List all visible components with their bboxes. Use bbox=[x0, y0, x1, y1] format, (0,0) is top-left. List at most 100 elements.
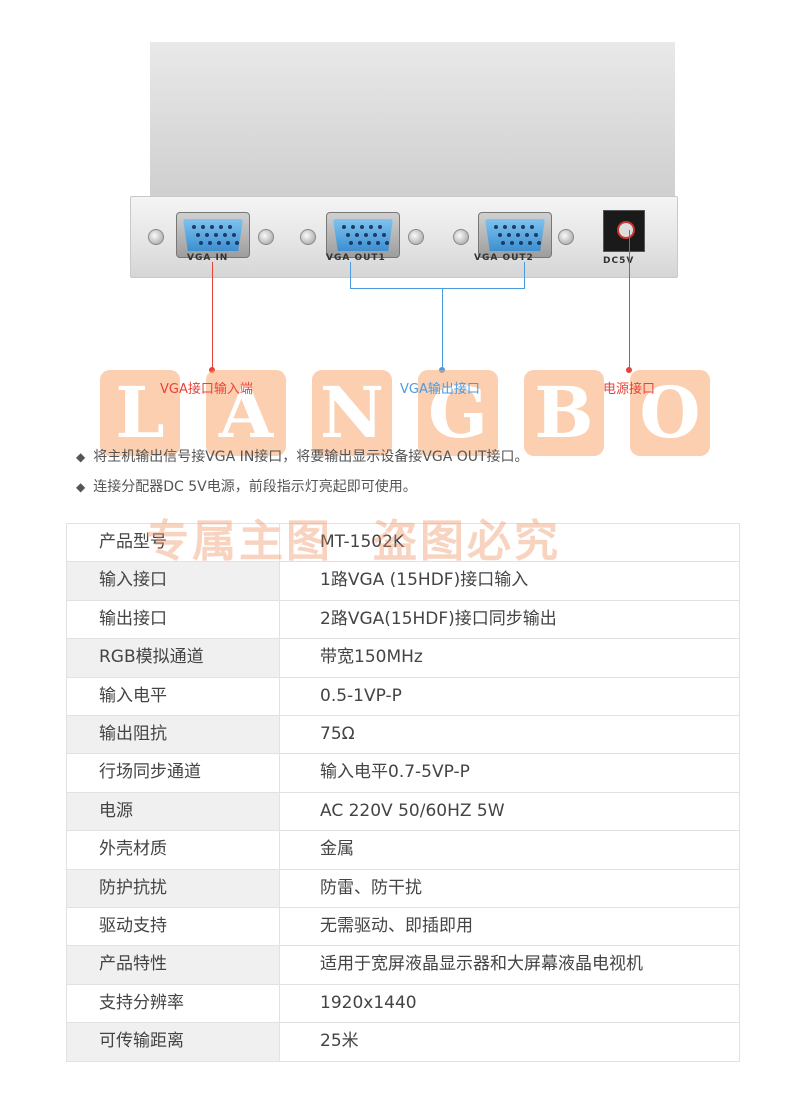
vga-pin bbox=[231, 233, 236, 237]
screw-icon bbox=[408, 229, 424, 245]
table-row: 行场同步通道输入电平0.7-5VP-P bbox=[67, 754, 739, 793]
vga-pin bbox=[515, 233, 520, 237]
vga-pin bbox=[363, 233, 368, 237]
note-text: 将主机输出信号接VGA IN接口，将要输出显示设备接VGA OUT接口。 bbox=[93, 449, 529, 465]
vga-pin bbox=[533, 233, 538, 237]
vga-pin bbox=[222, 233, 227, 237]
spec-value: 1920x1440 bbox=[320, 992, 417, 1013]
port-label-vga-out1: VGA OUT1 bbox=[326, 253, 386, 263]
watermark-letter: O bbox=[630, 370, 710, 456]
callout-line-output bbox=[442, 288, 443, 370]
vga-pin bbox=[521, 225, 525, 229]
screw-icon bbox=[558, 229, 574, 245]
vga-pin bbox=[351, 225, 355, 229]
spec-key: 可传输距离 bbox=[67, 1023, 280, 1062]
vga-pin bbox=[512, 225, 516, 229]
spec-value: 输入电平0.7-5VP-P bbox=[320, 762, 470, 783]
diamond-bullet-icon: ◆ bbox=[76, 480, 86, 494]
vga-pin bbox=[235, 241, 240, 245]
vga-pin bbox=[349, 241, 354, 245]
spec-value: 金属 bbox=[320, 839, 354, 860]
vga-pin bbox=[358, 241, 363, 245]
callout-label-power: 电源接口 bbox=[603, 382, 656, 397]
vga-pin bbox=[345, 233, 350, 237]
spec-key: 支持分辨率 bbox=[67, 984, 280, 1023]
vga-pins bbox=[183, 219, 243, 251]
callout-line-output bbox=[350, 288, 525, 289]
spec-key: 产品型号 bbox=[67, 524, 280, 562]
vga-pin bbox=[192, 225, 196, 229]
callout-label-output: VGA输出接口 bbox=[400, 382, 480, 397]
spec-key: 输出阻抗 bbox=[67, 715, 280, 754]
usage-notes: ◆ 将主机输出信号接VGA IN接口，将要输出显示设备接VGA OUT接口。 ◆连… bbox=[76, 446, 529, 506]
watermark-letter: L bbox=[100, 370, 180, 456]
vga-pin bbox=[372, 233, 377, 237]
device-top-panel bbox=[150, 42, 675, 198]
vga-pin bbox=[369, 225, 373, 229]
note-item: ◆连接分配器DC 5V电源，前段指示灯亮起即可使用。 bbox=[76, 476, 529, 506]
table-row: 驱动支持无需驱动、即插即用 bbox=[67, 907, 739, 947]
spec-key: 输出接口 bbox=[67, 600, 280, 639]
vga-pin bbox=[199, 241, 204, 245]
spec-value: 75Ω bbox=[320, 723, 355, 744]
vga-pin bbox=[204, 233, 209, 237]
vga-pin bbox=[208, 241, 213, 245]
vga-pin bbox=[195, 233, 200, 237]
spec-key: 防护抗扰 bbox=[67, 869, 280, 907]
note-item: ◆ 将主机输出信号接VGA IN接口，将要输出显示设备接VGA OUT接口。 bbox=[76, 446, 529, 476]
vga-pin bbox=[503, 225, 507, 229]
table-row: 外壳材质 金属 bbox=[67, 831, 739, 870]
vga-pin bbox=[367, 241, 372, 245]
product-image: VGA IN VGA OUT1 VGA OUT2 DC5V bbox=[0, 0, 790, 400]
spec-key: 输入接口 bbox=[67, 562, 280, 600]
spec-value: MT-1502K bbox=[320, 532, 405, 552]
table-row: 电源 AC 220V 50/60HZ 5W bbox=[67, 792, 739, 832]
table-row: 支持分辨率 1920x1440 bbox=[67, 984, 739, 1024]
spec-value: AC 220V 50/60HZ 5W bbox=[320, 800, 505, 821]
spec-value: 防雷、防干扰 bbox=[320, 877, 422, 898]
watermark-slogan: 专属主图盗图必究 bbox=[145, 505, 561, 569]
table-row: 产品特性 适用于宽屏液晶显示器和大屏幕液晶电视机 bbox=[67, 946, 739, 985]
table-row: 输入电平 0.5-1VP-P bbox=[67, 677, 739, 716]
vga-pin bbox=[213, 233, 218, 237]
spec-value: 适用于宽屏液晶显示器和大屏幕液晶电视机 bbox=[320, 954, 643, 975]
table-row: 输出阻抗 75Ω bbox=[67, 715, 739, 755]
callout-line-input bbox=[212, 262, 213, 370]
vga-pin bbox=[524, 233, 529, 237]
vga-pin bbox=[228, 225, 232, 229]
spec-key: 电源 bbox=[67, 792, 280, 831]
table-row: 产品型号 MT-1502K bbox=[67, 524, 739, 563]
spec-key: 外壳材质 bbox=[67, 831, 280, 869]
vga-pin bbox=[360, 225, 364, 229]
spec-key: 输入电平 bbox=[67, 677, 280, 715]
screw-icon bbox=[148, 229, 164, 245]
port-label-vga-out2: VGA OUT2 bbox=[474, 253, 534, 263]
vga-pin bbox=[226, 241, 231, 245]
vga-pin bbox=[506, 233, 511, 237]
watermark-brand: L A N G B O bbox=[100, 370, 710, 456]
vga-pins bbox=[485, 219, 545, 251]
diamond-bullet-icon: ◆ bbox=[76, 450, 86, 464]
vga-pin bbox=[501, 241, 506, 245]
table-row: 防护抗扰 防雷、防干扰 bbox=[67, 869, 739, 908]
callout-line-output bbox=[350, 262, 351, 288]
vga-pin bbox=[385, 241, 390, 245]
vga-pin bbox=[378, 225, 382, 229]
watermark-letter: B bbox=[524, 370, 604, 456]
callout-dot-power bbox=[626, 367, 632, 373]
vga-pin bbox=[510, 241, 515, 245]
watermark-letter: N bbox=[312, 370, 392, 456]
spec-value: 0.5-1VP-P bbox=[320, 685, 402, 706]
callout-line-output bbox=[524, 262, 525, 288]
callout-line-power bbox=[629, 230, 630, 370]
spec-key: 产品特性 bbox=[67, 946, 280, 984]
table-row: 可传输距离 25米 bbox=[67, 1023, 739, 1062]
spec-value: 25米 bbox=[320, 1031, 359, 1052]
vga-pin bbox=[217, 241, 222, 245]
screw-icon bbox=[453, 229, 469, 245]
spec-key: RGB模拟通道 bbox=[67, 639, 280, 677]
screw-icon bbox=[300, 229, 316, 245]
vga-pin bbox=[354, 233, 359, 237]
